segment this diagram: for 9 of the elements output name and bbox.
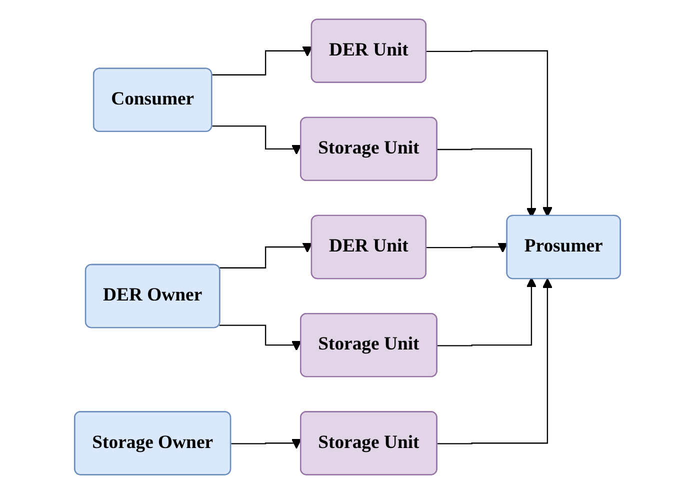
arrow: [219, 242, 313, 268]
arrow: [437, 278, 553, 444]
arrow: [231, 438, 302, 449]
arrow: [426, 50, 553, 217]
arrow: [426, 242, 508, 253]
arrow: [437, 277, 537, 346]
arrow: [212, 126, 302, 155]
arrow: [212, 46, 313, 76]
arrow: [219, 324, 302, 351]
